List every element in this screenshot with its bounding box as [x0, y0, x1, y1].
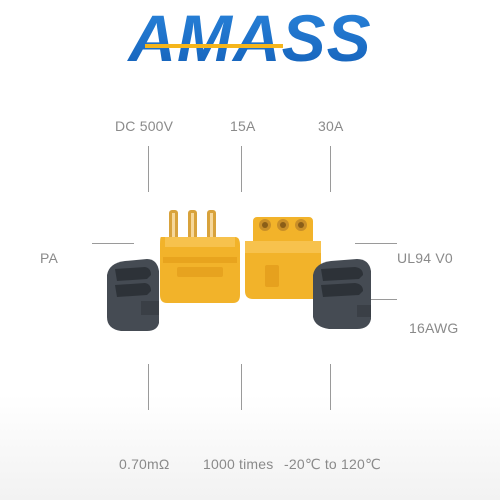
spec-plug-cycles: 1000 times — [203, 456, 274, 472]
leader-line-temperature — [330, 364, 331, 410]
female-connector — [245, 217, 321, 299]
leader-line-15a — [241, 146, 242, 192]
spec-voltage: DC 500V — [115, 118, 174, 134]
spec-current-15a: 15A — [230, 118, 256, 134]
spec-material: PA — [40, 250, 59, 266]
connector-illustration — [107, 210, 371, 331]
male-connector — [160, 210, 240, 303]
spec-wire-gauge: 16AWG — [409, 320, 459, 336]
spec-contact-resistance: 0.70mΩ — [119, 456, 170, 472]
leader-line-flame — [355, 243, 397, 244]
leader-line-voltage — [148, 146, 149, 192]
spec-flame-rating: UL94 V0 — [397, 250, 453, 266]
spec-current-30a: 30A — [318, 118, 344, 134]
left-cover-sleeve — [107, 259, 159, 331]
leader-line-wire — [365, 299, 397, 300]
svg-text:AMASS: AMASS — [126, 6, 371, 68]
amass-logo: AMASS — [115, 6, 385, 68]
leader-line-resistance — [148, 364, 149, 410]
leader-line-material — [92, 243, 134, 244]
leader-line-cycles — [241, 364, 242, 410]
leader-line-30a — [330, 146, 331, 192]
amass-logo-graphic: AMASS — [126, 6, 371, 68]
right-cover-sleeve — [313, 259, 371, 329]
connector-product-image — [95, 205, 415, 345]
floor-shadow — [0, 395, 500, 500]
spec-temperature-range: -20℃ to 120℃ — [284, 456, 381, 472]
